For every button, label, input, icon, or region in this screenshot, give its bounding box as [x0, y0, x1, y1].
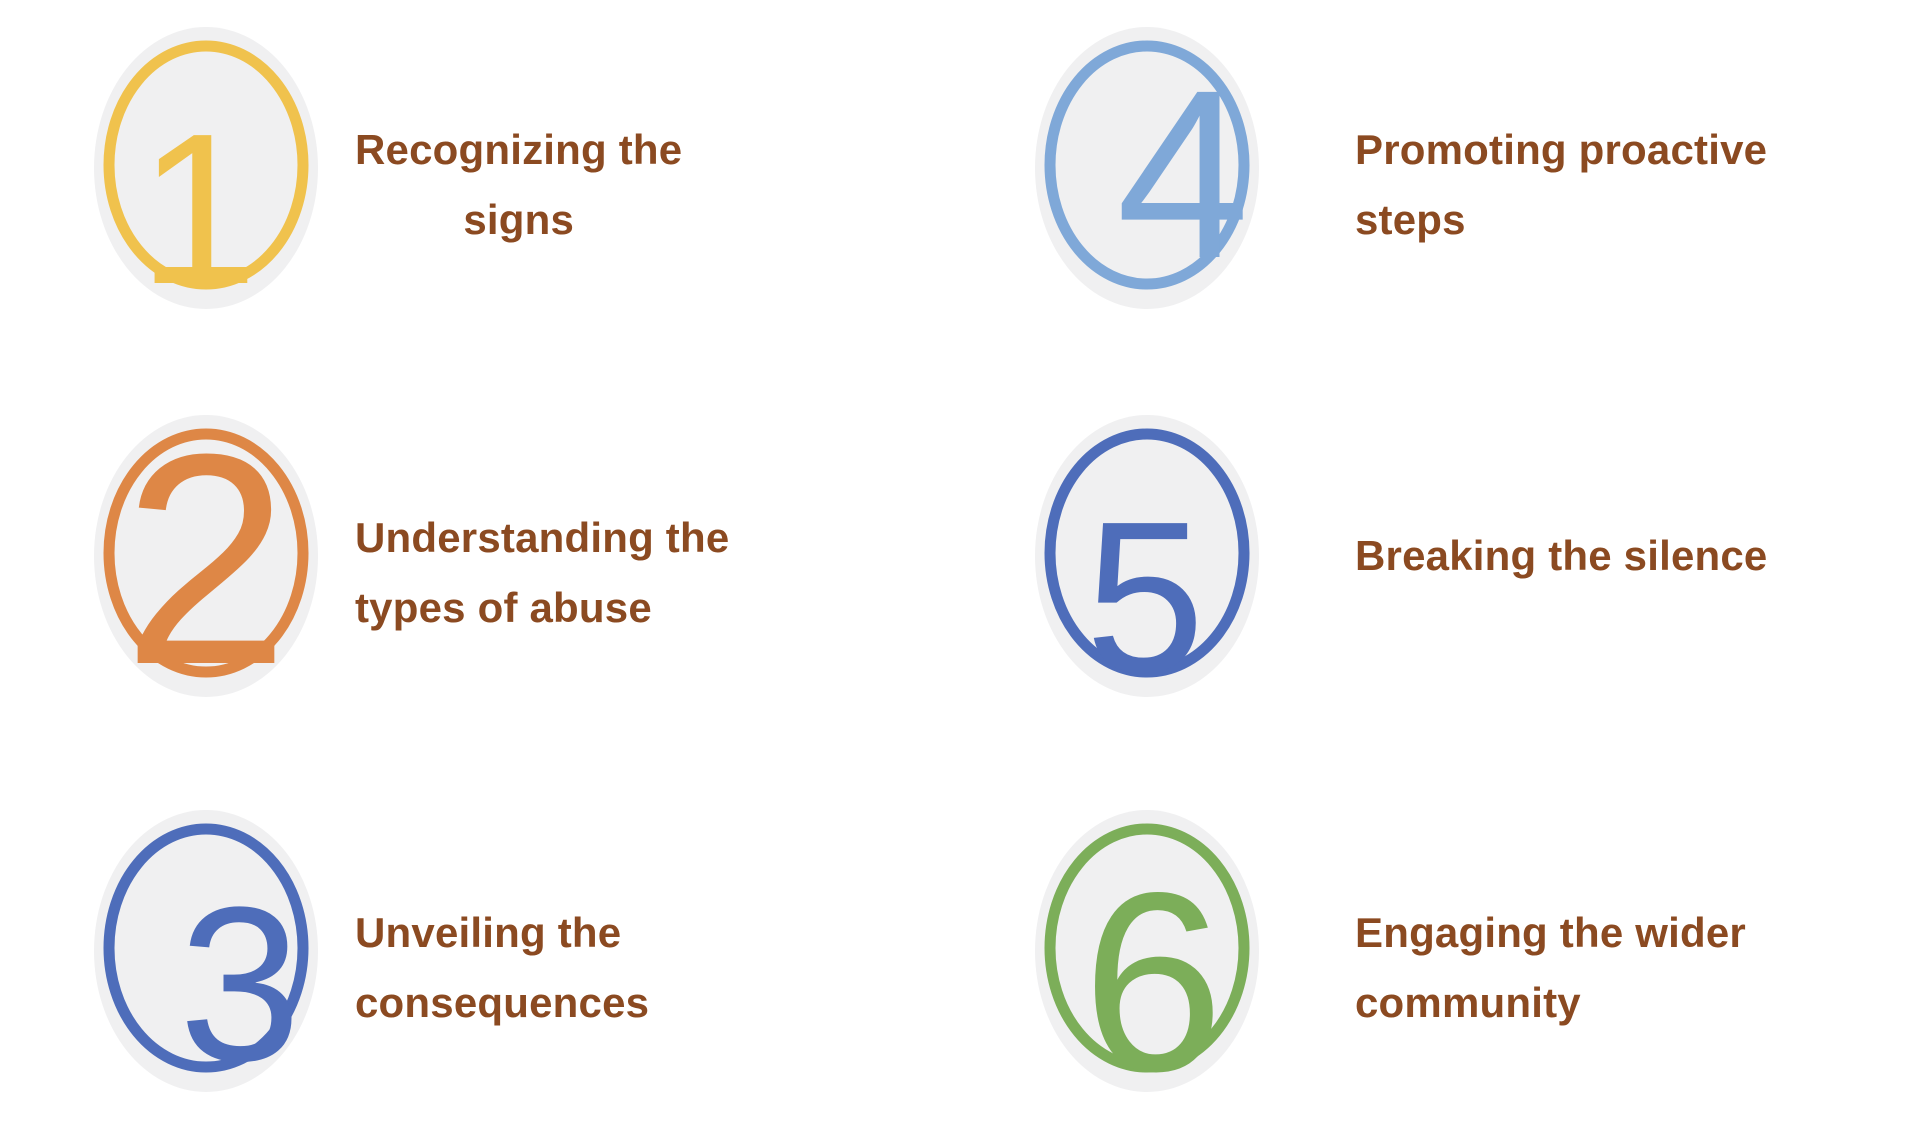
step-label: Unveiling the consequences: [355, 898, 649, 1038]
numbered-circle-2-icon: 2: [94, 413, 318, 699]
numbered-circle-3-icon: 3: [94, 810, 318, 1094]
step-label-line1: Unveiling the: [355, 909, 622, 956]
step-label: Engaging the wider community: [1355, 898, 1746, 1038]
step-number: 6: [1082, 840, 1224, 1094]
circle-ring: [1044, 428, 1250, 678]
step-item-5: 5 Breaking the silence: [1033, 413, 1768, 699]
step-label: Recognizing the signs: [355, 115, 682, 255]
step-number: 2: [123, 413, 290, 699]
circle-background: [1035, 810, 1259, 1092]
step-item-3: 3 Unveiling the consequences: [92, 808, 649, 1094]
circle-background: [94, 27, 318, 309]
circle-background: [94, 810, 318, 1092]
numbered-circle-5-icon: 5: [1035, 415, 1259, 699]
step-label-line1: Recognizing the: [355, 126, 683, 173]
step-item-4: 4 Promoting proactive steps: [1033, 25, 1767, 311]
numbered-circle-4-icon: 4: [1035, 27, 1259, 309]
circle-background: [94, 415, 318, 697]
step-number: 1: [138, 88, 258, 311]
step-label-line2: signs: [463, 196, 575, 243]
step-label-line1: Promoting proactive: [1355, 126, 1768, 173]
circle-ring: [103, 823, 309, 1073]
step-label-line2: community: [1355, 979, 1581, 1026]
step-label: Understanding the types of abuse: [355, 503, 729, 643]
circle-background: [1035, 415, 1259, 697]
circle-ring: [1044, 823, 1250, 1073]
step-label-line1: Breaking the silence: [1355, 532, 1768, 579]
step-label: Breaking the silence: [1355, 521, 1768, 591]
step-label-line1: Engaging the wider: [1355, 909, 1746, 956]
step-number: 4: [1116, 40, 1249, 308]
circle-ring: [103, 40, 309, 290]
circle-ring: [103, 428, 309, 678]
step-label: Promoting proactive steps: [1355, 115, 1767, 255]
numbered-circle-1-icon: 1: [94, 27, 318, 311]
step-item-1: 1 Recognizing the signs: [92, 25, 682, 311]
step-item-2: 2 Understanding the types of abuse: [92, 413, 729, 699]
step-number: 5: [1085, 476, 1205, 699]
circle-ring: [1044, 40, 1250, 290]
step-label-line2: steps: [1355, 196, 1466, 243]
step-label-line2: consequences: [355, 979, 650, 1026]
circle-background: [1035, 27, 1259, 309]
step-item-6: 6 Engaging the wider community: [1033, 808, 1746, 1094]
step-label-line2: types of abuse: [355, 584, 652, 631]
step-number: 3: [179, 861, 301, 1094]
step-label-line1: Understanding the: [355, 514, 730, 561]
numbered-circle-6-icon: 6: [1035, 810, 1259, 1094]
